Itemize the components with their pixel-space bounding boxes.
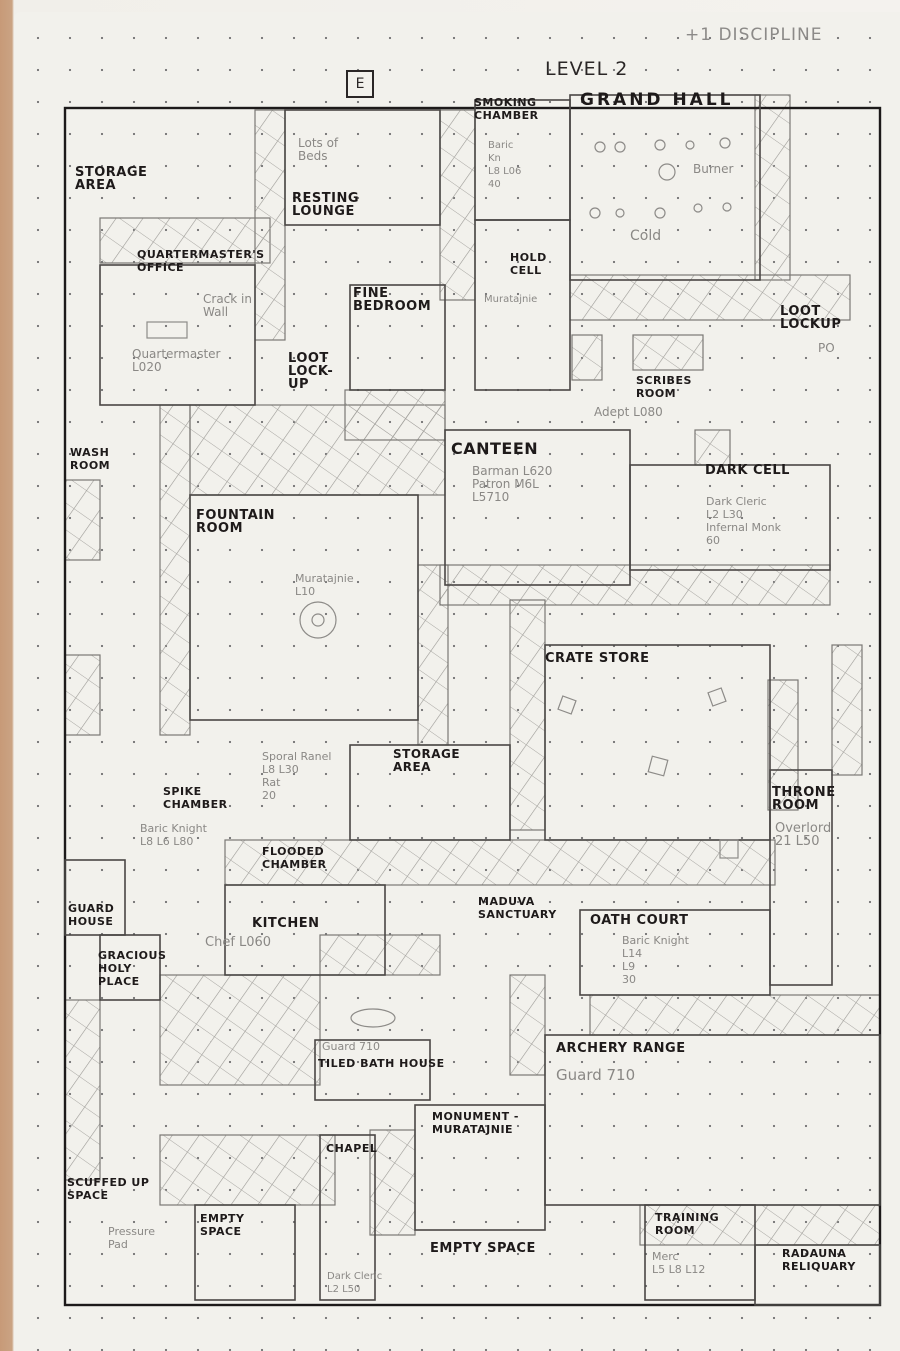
note-baric-knight-2: Baric Knight L14 L9 30: [622, 934, 689, 986]
note-lots-of-beds: Lots of Beds: [298, 136, 339, 163]
room-loot-lockup-2[interactable]: Loot Lockup: [780, 304, 842, 332]
map-title: LEVEL 2: [545, 58, 629, 80]
note-guard-archery: Guard 710: [556, 1066, 636, 1084]
note-quartermaster: Quartermaster L020: [132, 347, 221, 374]
room-hold-cell[interactable]: Hold Cell: [510, 251, 547, 277]
room-flooded-chamber[interactable]: Flooded Chamber: [262, 845, 327, 871]
room-fine-bedroom[interactable]: Fine Bedroom: [353, 286, 432, 314]
note-guard-bath: Guard 710: [322, 1040, 381, 1053]
note-chef: Chef L060: [205, 935, 272, 950]
dungeon-floor-plan: [63, 94, 882, 1307]
note-muratajnie-2: Muratajnie L10: [295, 572, 354, 598]
room-loot-lockup-1[interactable]: Loot Lock-up: [288, 351, 334, 392]
note-loot-po: PO: [818, 341, 835, 355]
room-walls: [63, 94, 882, 1307]
note-adept: Adept L080: [594, 405, 663, 419]
room-scribes-room[interactable]: Scribes Room: [636, 374, 692, 400]
note-crack-in-wall: Crack in Wall: [203, 292, 252, 319]
room-canteen[interactable]: Canteen: [451, 439, 539, 458]
notebook-page: E: [14, 12, 900, 1351]
note-smoking-occupant: Baric Kn L8 L06 40: [488, 140, 522, 190]
note-overlord: Overlord 21 L50: [775, 821, 832, 849]
room-dark-cell[interactable]: Dark Cell: [705, 463, 790, 478]
note-canteen-occupants: Barman L620 Patron M6L L5710: [472, 464, 553, 504]
note-sporal-ranel: Sporal Ranel L8 L30 Rat 20: [262, 750, 332, 802]
room-maduva-sanctuary[interactable]: Maduva Sanctuary: [478, 895, 557, 921]
room-training-room[interactable]: Training Room: [655, 1211, 720, 1237]
room-throne-room[interactable]: Throne Room: [772, 785, 836, 813]
room-grand-hall[interactable]: Grand Hall: [580, 90, 734, 110]
note-dark-cleric-2: Dark Cleric L2 L50: [327, 1271, 383, 1295]
room-kitchen[interactable]: Kitchen: [252, 916, 320, 931]
room-empty-space-1[interactable]: Empty Space: [200, 1212, 245, 1238]
solid-rock-hatching: [64, 94, 881, 1246]
furniture-sketches: [146, 137, 739, 1028]
room-guard-house[interactable]: Guard House: [68, 902, 115, 928]
note-muratajnie-1: Muratajnie: [484, 294, 538, 305]
room-storage-area-1[interactable]: Storage Area: [75, 165, 148, 193]
room-spike-chamber[interactable]: Spike Chamber: [163, 785, 228, 811]
corner-note: +1 DISCIPLINE: [685, 25, 823, 45]
note-merc: Merc L5 L8 L12: [652, 1250, 706, 1276]
room-archery-range[interactable]: Archery Range: [556, 1041, 686, 1056]
room-crate-store[interactable]: Crate Store: [545, 651, 650, 666]
room-oath-court[interactable]: Oath Court: [590, 913, 689, 928]
note-dark-cell-occupants: Dark Cleric L2 L30 Infernal Monk 60: [706, 495, 782, 547]
room-quartermasters-office[interactable]: Quartermaster's Office: [137, 248, 265, 274]
room-tiled-bath-house[interactable]: Tiled Bath House: [318, 1057, 445, 1070]
note-cold: Cold: [630, 228, 662, 244]
room-resting-lounge[interactable]: Resting Lounge: [292, 191, 360, 219]
note-pressure-pad: Pressure Pad: [108, 1225, 155, 1251]
room-monument[interactable]: Monument - Muratajnie: [432, 1110, 520, 1136]
room-radauna-reliquary[interactable]: Radauna Reliquary: [782, 1247, 856, 1273]
room-scuffed-up-space[interactable]: Scuffed Up Space: [67, 1176, 150, 1202]
room-wash-room[interactable]: Wash Room: [70, 446, 111, 472]
note-baric-knight-1: Baric Knight L8 L6 L80: [140, 822, 207, 848]
room-smoking-chamber[interactable]: Smoking Chamber: [474, 96, 539, 122]
room-empty-space-2[interactable]: Empty Space: [430, 1241, 536, 1256]
entrance-marker[interactable]: E: [346, 70, 374, 98]
room-chapel[interactable]: Chapel: [326, 1142, 378, 1155]
room-storage-area-2[interactable]: Storage Area: [393, 747, 461, 774]
room-fountain-room[interactable]: Fountain Room: [196, 508, 276, 536]
room-gracious-holy-place[interactable]: Gracious Holy Place: [98, 949, 167, 988]
note-burner: Burner: [693, 162, 734, 176]
